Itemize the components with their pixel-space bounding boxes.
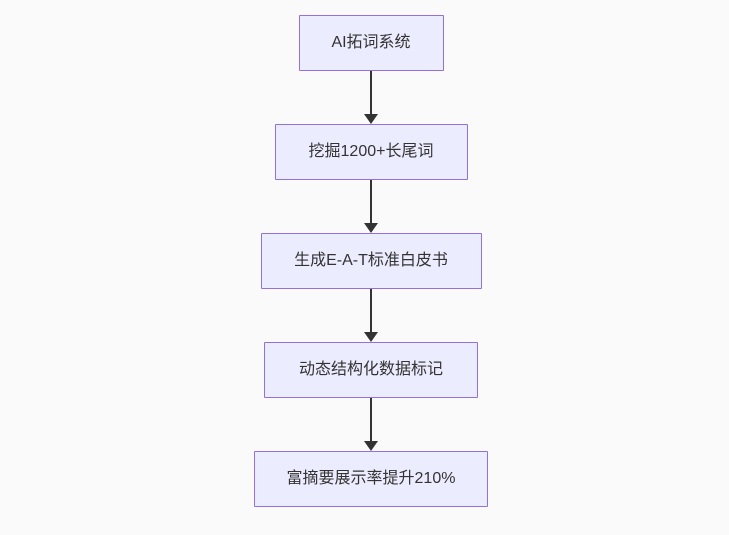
flow-node-structured-data-markup: 动态结构化数据标记 xyxy=(264,342,478,398)
arrow-down-icon xyxy=(364,223,378,233)
flow-node-label: 富摘要展示率提升210% xyxy=(286,470,456,487)
arrow-line xyxy=(370,398,372,442)
flowchart: AI拓词系统 挖掘1200+长尾词 生成E-A-T标准白皮书 动态结构化数据标记… xyxy=(254,15,488,507)
arrow-down-icon xyxy=(364,114,378,124)
flow-edge-3 xyxy=(364,289,378,342)
flow-node-rich-snippet-result: 富摘要展示率提升210% xyxy=(254,451,488,507)
flow-node-eat-whitepaper: 生成E-A-T标准白皮书 xyxy=(260,233,482,289)
flow-edge-2 xyxy=(364,180,378,233)
flow-node-label: 生成E-A-T标准白皮书 xyxy=(294,252,448,269)
flow-node-label: 动态结构化数据标记 xyxy=(298,361,443,378)
arrow-down-icon xyxy=(364,332,378,342)
arrow-line xyxy=(370,71,372,115)
flow-edge-1 xyxy=(364,71,378,124)
flow-node-label: AI拓词系统 xyxy=(331,34,411,51)
flow-node-label: 挖掘1200+长尾词 xyxy=(308,143,434,160)
flow-edge-4 xyxy=(364,398,378,451)
arrow-line xyxy=(370,180,372,224)
flow-node-longtail-mining: 挖掘1200+长尾词 xyxy=(274,124,468,180)
flow-node-ai-keyword-system: AI拓词系统 xyxy=(298,15,444,71)
arrow-down-icon xyxy=(364,441,378,451)
arrow-line xyxy=(370,289,372,333)
